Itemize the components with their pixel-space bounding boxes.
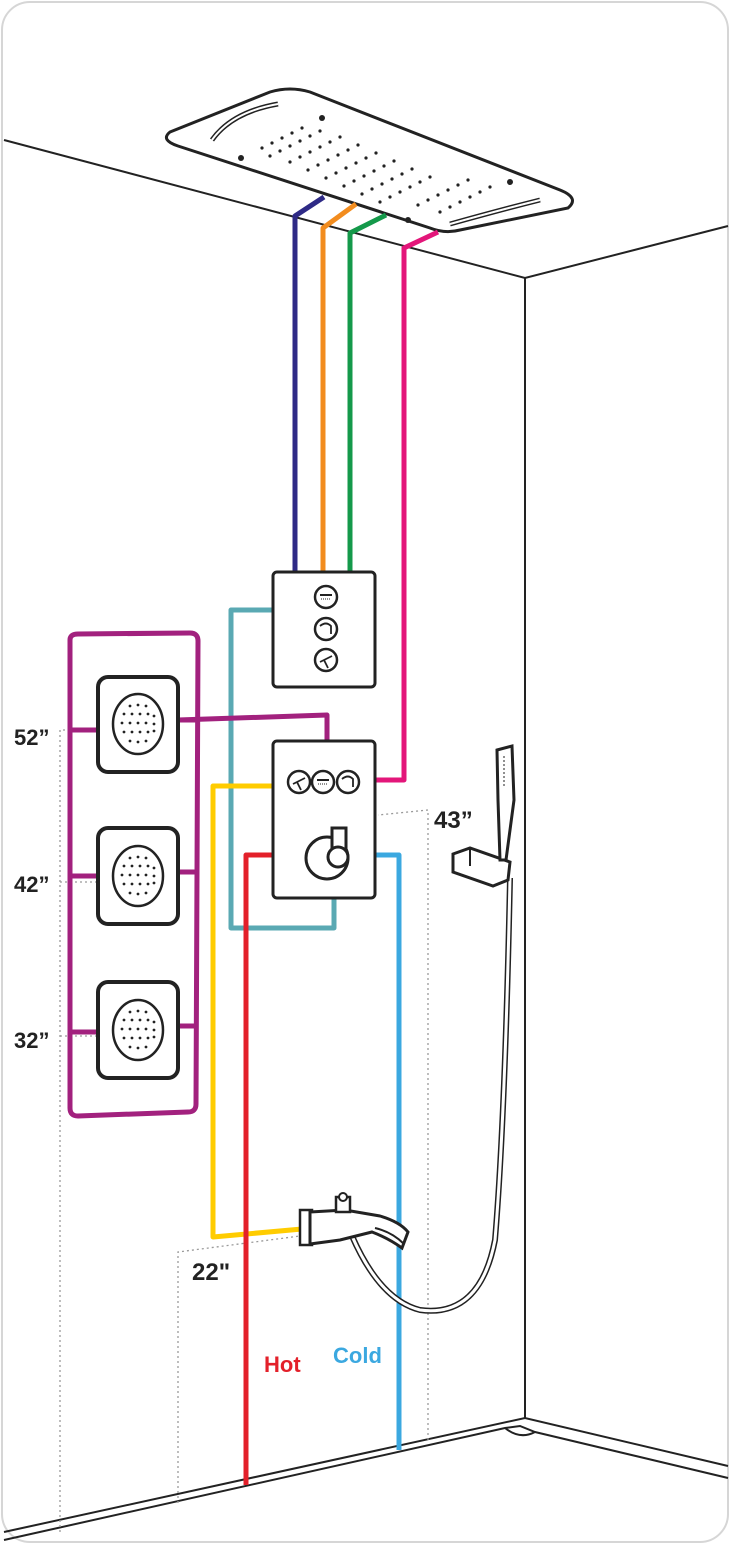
height-label-52: 52” xyxy=(14,725,49,750)
hot-supply-line xyxy=(243,852,273,1485)
handshower-supply-line xyxy=(228,607,337,931)
height-label-43: 43” xyxy=(434,807,473,834)
height-label-32: 32” xyxy=(14,1028,49,1053)
waterfall-icon xyxy=(313,616,339,642)
mist-supply-line xyxy=(347,212,388,572)
rain-shower-icon xyxy=(313,584,339,610)
waterfall-icon xyxy=(335,769,361,795)
rain-nozzles xyxy=(260,126,492,214)
body-jets-supply-line xyxy=(177,712,330,742)
dimension-guides xyxy=(59,729,429,1532)
height-label-22: 22" xyxy=(192,1259,230,1286)
waterfall-supply-line xyxy=(320,201,358,572)
rain-shower-head-icon xyxy=(164,87,574,234)
cold-supply-line xyxy=(373,852,402,1450)
hand-shower-icon xyxy=(349,744,516,1314)
body-jet-icon xyxy=(96,826,180,926)
cold-label: Cold xyxy=(333,1343,382,1368)
center-supply-line xyxy=(376,229,440,783)
hot-label: Hot xyxy=(264,1352,301,1377)
tub-spout-icon xyxy=(298,1192,410,1251)
body-jets-loop xyxy=(67,630,201,1119)
upper-diverter-valve xyxy=(271,570,377,689)
height-label-42: 42” xyxy=(14,872,49,897)
thermostatic-valve xyxy=(271,739,377,900)
rain-supply-line xyxy=(292,194,326,572)
rain-shower-icon xyxy=(310,769,336,795)
body-jet-icon xyxy=(96,980,180,1080)
tub-spout-supply-line xyxy=(210,783,303,1240)
body-jet-icon xyxy=(96,675,180,774)
room-walls xyxy=(3,139,729,1541)
temperature-handle-icon xyxy=(304,826,350,881)
